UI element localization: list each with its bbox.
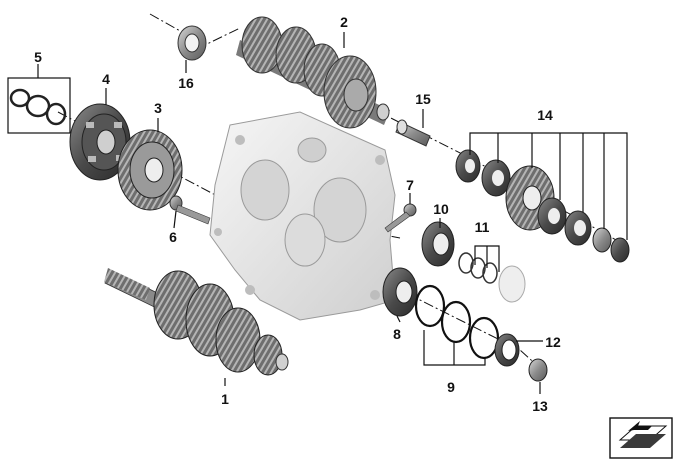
callout-14: 14 [537, 107, 553, 123]
part-9-seal-rings [414, 284, 500, 360]
part-16-sleeve [177, 25, 207, 61]
part-15-pin [395, 119, 431, 147]
callout-13: 13 [532, 398, 548, 414]
part-1-input-shaft [104, 268, 289, 376]
callout-16: 16 [178, 75, 194, 91]
callout-15: 15 [415, 91, 431, 107]
callout-4: 4 [102, 71, 110, 87]
callout-10: 10 [433, 201, 449, 217]
callout-11: 11 [475, 219, 490, 235]
part-7-bolt [384, 203, 417, 233]
transmission-housing [209, 111, 396, 321]
callout-9: 9 [447, 379, 455, 395]
part-12-shaft-seal [494, 333, 520, 367]
return-arrow-icon[interactable] [609, 417, 673, 459]
leader-lines [37, 32, 628, 394]
callout-5: 5 [34, 49, 42, 65]
callout-3: 3 [154, 100, 162, 116]
callout-2: 2 [340, 14, 348, 30]
part-6-bolt [169, 195, 211, 225]
part-5-circlip-set [7, 77, 71, 134]
part-4-drive-flange [69, 103, 131, 181]
callout-8: 8 [393, 326, 401, 342]
part-8-bearing [382, 267, 418, 317]
callout-12: 12 [545, 334, 561, 350]
part-3-gear [117, 129, 183, 211]
part-13-screw-plug [528, 358, 548, 382]
part-10-bearing [421, 221, 455, 267]
part-11-shims [458, 252, 526, 303]
callout-7: 7 [406, 177, 414, 193]
part-14-gear-set [455, 149, 630, 263]
callout-1: 1 [221, 391, 229, 407]
callout-6: 6 [169, 229, 177, 245]
part-2-countershaft [236, 16, 390, 129]
